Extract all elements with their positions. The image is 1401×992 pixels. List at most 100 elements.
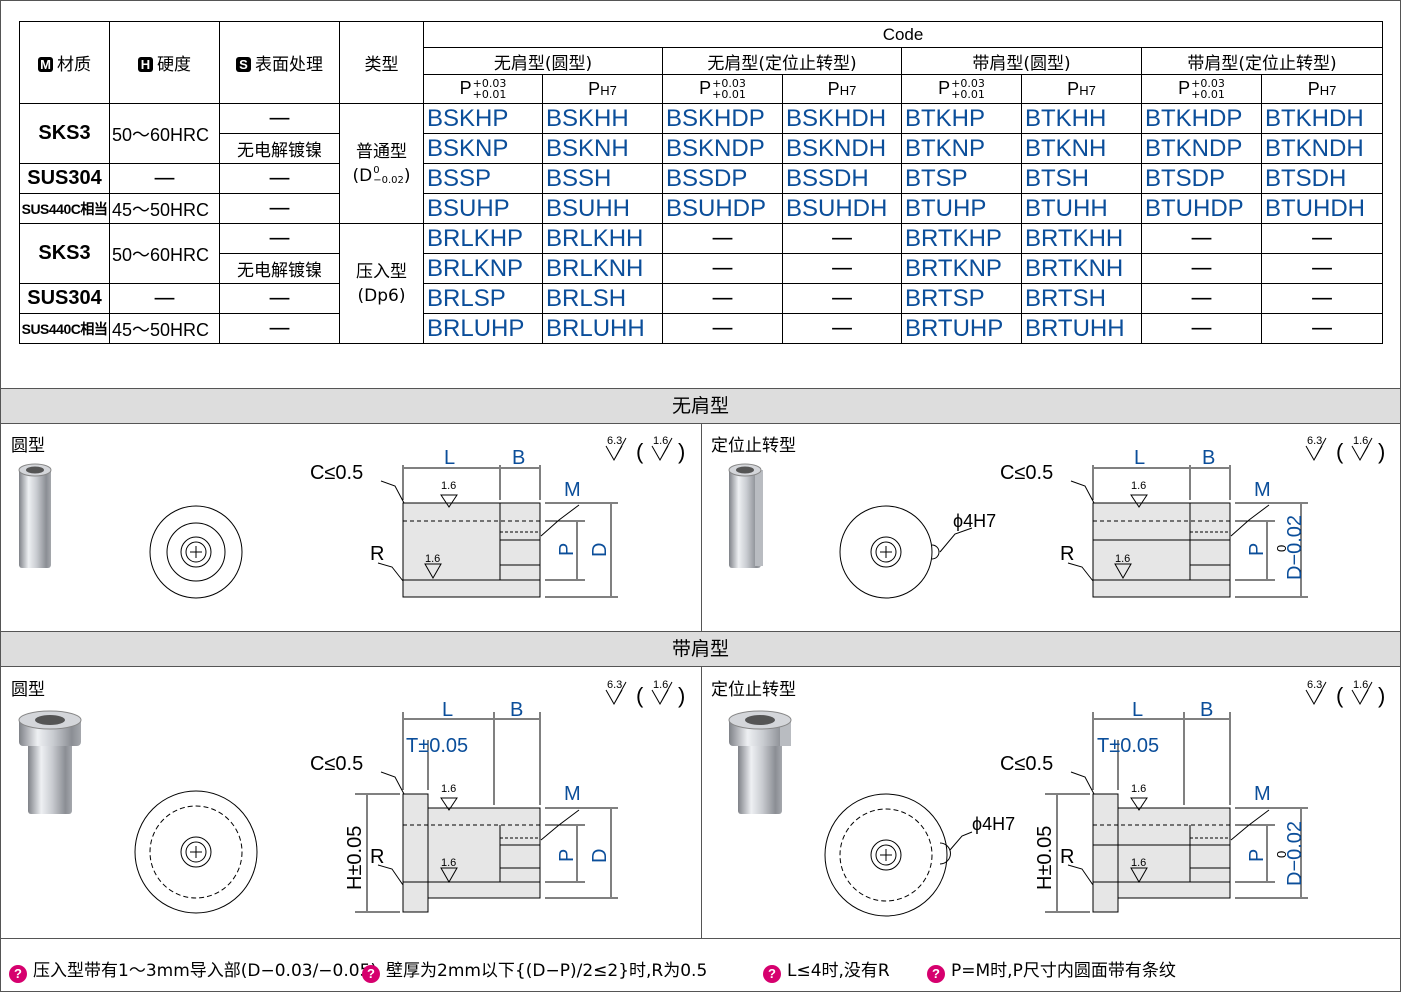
cell-code-empty: —	[1141, 223, 1262, 254]
cell-code: BTSDP	[1141, 163, 1262, 194]
label-anti-rotation: 定位止转型	[711, 436, 796, 456]
note-3: ?L≤4时,没有R	[763, 956, 890, 983]
cell-code-empty: —	[782, 313, 902, 344]
cell-code: BSUHP	[423, 193, 543, 224]
header-tol-p: P+0.03+0.01	[423, 74, 543, 104]
cell-surface: —	[219, 313, 340, 344]
cell-code: BTKHH	[1021, 103, 1142, 134]
cell-code: BSSDH	[782, 163, 902, 194]
cell-code: BSKHDP	[662, 103, 783, 134]
panel-divider	[701, 666, 702, 938]
cell-code: BSKNDH	[782, 133, 902, 164]
cell-code-empty: —	[1260, 253, 1384, 284]
cell-code: BRTKHH	[1021, 223, 1142, 254]
header-group: 带肩型(定位止转型)	[1140, 47, 1384, 75]
note-1: ?压入型带有1～3mm导入部(D−0.03/−0.05)	[9, 956, 377, 983]
cell-code: BTUHDH	[1260, 193, 1384, 224]
cell-code: BSKNP	[423, 133, 543, 164]
cell-hardness: 50～60HRC	[109, 103, 220, 164]
cell-code: BSKHDH	[782, 103, 902, 134]
cell-code: BSKHP	[423, 103, 543, 134]
cell-surface: —	[219, 193, 340, 224]
cell-hardness: 45～50HRC	[109, 313, 220, 344]
cell-code-empty: —	[782, 223, 902, 254]
section-shoulder: 带肩型	[1, 631, 1400, 667]
header-ph7: PH7	[542, 74, 663, 104]
cell-code-empty: —	[1260, 223, 1384, 254]
cell-code: BSSP	[423, 163, 543, 194]
cell-material: SKS3	[19, 223, 110, 284]
info-icon: ?	[362, 965, 380, 983]
cell-surface: —	[219, 283, 340, 314]
cell-code: BRLSP	[423, 283, 543, 314]
cell-code: BSUHDH	[782, 193, 902, 224]
cell-code: BRLKHH	[542, 223, 663, 254]
cell-surface: 无电解镀镍	[219, 133, 340, 164]
cell-code-empty: —	[1141, 283, 1262, 314]
note-4: ?P=M时,P尺寸内圆面带有条纹	[927, 956, 1176, 983]
cell-surface: —	[219, 163, 340, 194]
cell-material: SUS304	[19, 283, 110, 314]
info-icon: ?	[9, 965, 27, 983]
info-icon: ?	[763, 965, 781, 983]
cell-material: SKS3	[19, 103, 110, 164]
cell-code: BTUHDP	[1141, 193, 1262, 224]
cell-code-empty: —	[1141, 253, 1262, 284]
cell-code: BSKNDP	[662, 133, 783, 164]
cell-hardness: 50～60HRC	[109, 223, 220, 284]
cell-code: BTUHH	[1021, 193, 1142, 224]
header-group: 无肩型(定位止转型)	[662, 47, 902, 75]
info-icon: ?	[927, 965, 945, 983]
cell-hardness: 45～50HRC	[109, 193, 220, 224]
cell-surface: —	[219, 103, 340, 134]
header-group: 带肩型(圆型)	[901, 47, 1142, 75]
cell-code: BTKHDH	[1260, 103, 1384, 134]
cell-code-empty: —	[1141, 313, 1262, 344]
cell-hardness: —	[109, 163, 220, 194]
header-ph7: PH7	[1260, 74, 1384, 104]
cell-type: 普通型(D0−0.02)	[339, 103, 424, 224]
header-tol-p: P+0.03+0.01	[1141, 74, 1262, 104]
cell-code: BRLSH	[542, 283, 663, 314]
cell-code: BTSP	[901, 163, 1022, 194]
cell-code: BSSDP	[662, 163, 783, 194]
note-2: ?壁厚为2mm以下{(D−P)/2≤2}时,R为0.5	[362, 956, 707, 983]
cell-code: BSKHH	[542, 103, 663, 134]
cell-code: BSUHH	[542, 193, 663, 224]
cell-code-empty: —	[662, 313, 783, 344]
cell-material: SUS440C相当	[19, 313, 110, 344]
panel-divider	[701, 423, 702, 631]
cell-code: BRTUHH	[1021, 313, 1142, 344]
cell-code: BRLKHP	[423, 223, 543, 254]
cell-code: BRLUHH	[542, 313, 663, 344]
section-no-shoulder: 无肩型	[1, 388, 1400, 424]
label-round: 圆型	[11, 436, 45, 456]
cell-code: BTKNP	[901, 133, 1022, 164]
cell-code-empty: —	[782, 253, 902, 284]
cell-code-empty: —	[1260, 313, 1384, 344]
label-anti-rotation: 定位止转型	[711, 680, 796, 700]
header-tol-p: P+0.03+0.01	[662, 74, 783, 104]
header-ph7: PH7	[782, 74, 902, 104]
cell-code-empty: —	[782, 283, 902, 314]
cell-code-empty: —	[662, 253, 783, 284]
cell-code: BSUHDP	[662, 193, 783, 224]
label-round: 圆型	[11, 680, 45, 700]
notes-bar: ?压入型带有1～3mm导入部(D−0.03/−0.05) ?壁厚为2mm以下{(…	[1, 938, 1400, 992]
cell-code: BSSH	[542, 163, 663, 194]
cell-surface: —	[219, 223, 340, 254]
cell-code: BRTUHP	[901, 313, 1022, 344]
header-tol-p: P+0.03+0.01	[901, 74, 1022, 104]
